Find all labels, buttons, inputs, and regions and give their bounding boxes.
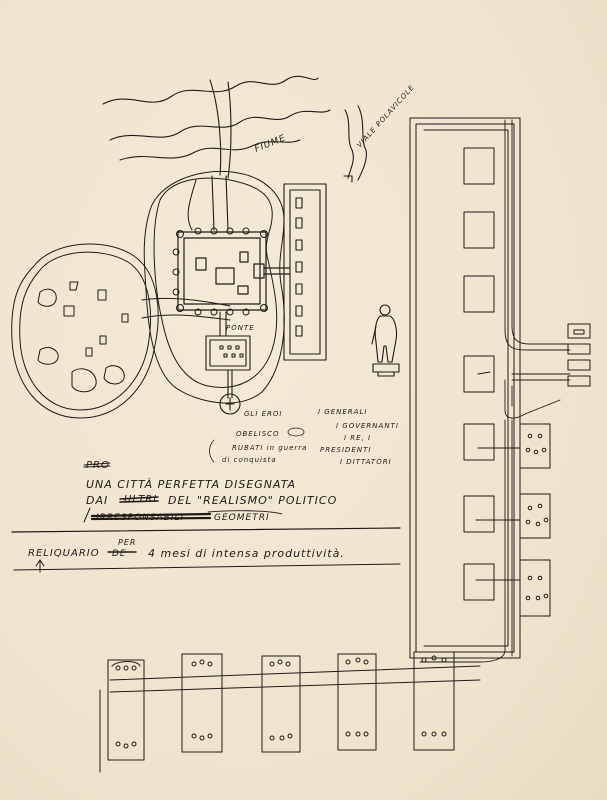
label-governors: I GOVERNANTI [336,422,399,430]
statue-figure [371,304,400,377]
label-generals: I GENERALI [318,408,367,416]
label-presidents: PRESIDENTI [320,446,371,454]
palace-bridge [205,311,251,415]
label-bridge: PONTE [226,324,255,332]
footer-line: 4 mesi di intensa produttività. [148,547,345,560]
plan-labels: FIUME VIALE POLAVICOLE PONTE GLI EROI I … [209,83,417,466]
label-obelisk: OBELISCO [236,430,280,438]
ministries-block [283,183,327,361]
right-branches [475,323,591,581]
parade-road [343,105,367,183]
caption-line-3-word: GEOMETRI [214,513,270,523]
label-heroes: GLI EROI [244,410,282,418]
divider-line [11,527,401,533]
strike-1 [83,462,111,468]
label-kings: I RE, I [344,434,371,442]
label-stolen: RUBATI in guerra [232,444,307,452]
label-river: FIUME [253,133,287,155]
bracket-mark [209,439,215,463]
hill-outline [143,170,285,404]
label-dictators: I DITTATORI [340,458,392,466]
fortress [172,227,291,316]
crossed-word: PRO [86,460,110,471]
slash-mark [83,507,91,523]
underline-bracket [207,510,283,515]
pavilions-right [519,423,551,617]
per-word: PER [118,538,136,547]
bottom-row [99,651,481,773]
caption-line-2-suffix: DEL "REALISMO" POLITICO [168,494,337,507]
strike-2 [119,496,159,503]
label-conquered: di conquista [222,456,277,464]
river-drawing [102,75,331,231]
beaded-path [419,119,571,663]
arrow-up-icon [35,559,45,573]
caption-line-2-prefix: DAI [86,494,108,507]
label-parade: VIALE POLAVICOLE [356,83,417,149]
reliquary-word: RELIQUARIO [28,548,100,559]
long-avenue [409,117,521,659]
struck-for-word: DE [112,549,127,559]
caption-line-2-struck: ULTRI [124,494,157,505]
caption-line-1: UNA CITTÀ PERFETTA DISEGNATA [86,478,296,491]
caption-text: PRO UNA CITTÀ PERFETTA DISEGNATA DAI ULT… [11,460,401,573]
island-park [11,243,231,419]
obelisk-mark [287,427,305,437]
bottom-divider [13,563,401,571]
strike-3 [90,512,212,521]
